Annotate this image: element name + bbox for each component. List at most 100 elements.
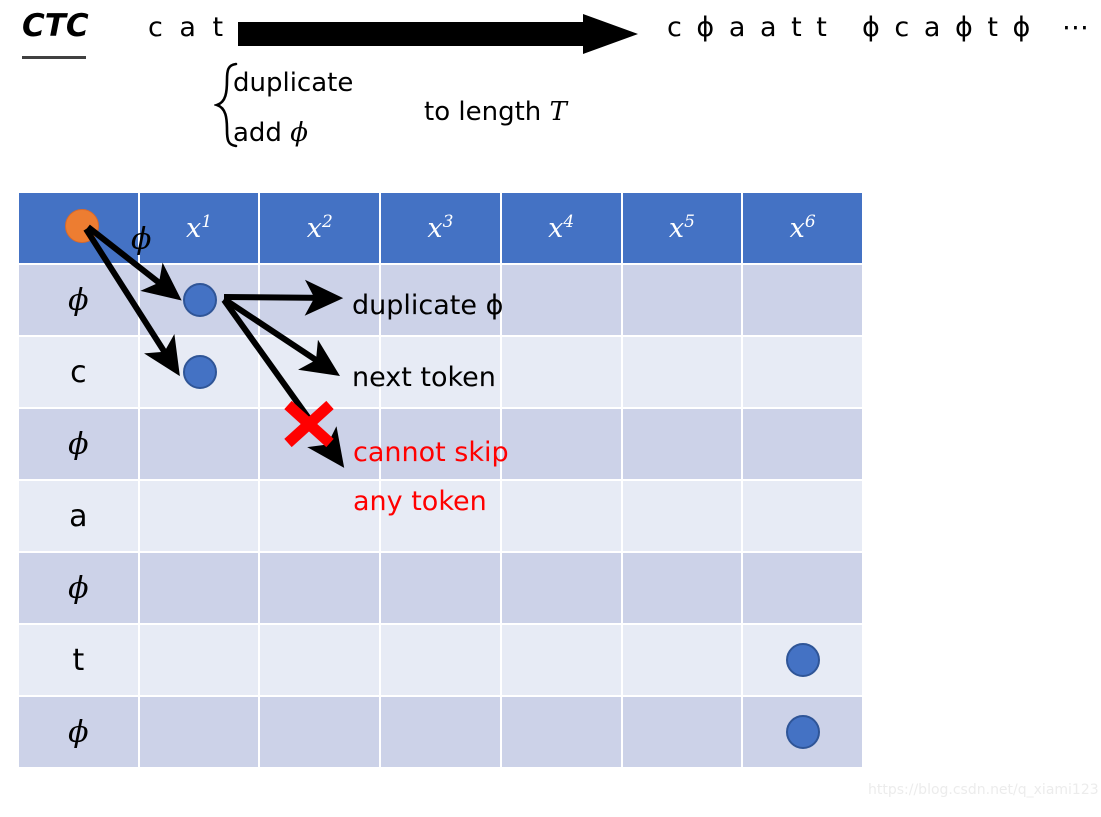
- source-sequence-label: c a t: [148, 12, 228, 43]
- lattice-cell[interactable]: [381, 697, 500, 767]
- lattice-cell[interactable]: [743, 409, 862, 479]
- lattice-header-row: x1 x2 x3 x4 x5 x6: [19, 193, 862, 263]
- row-label-cell: c: [19, 337, 138, 407]
- blue-dot[interactable]: [786, 643, 821, 677]
- lattice-cell[interactable]: [260, 553, 380, 623]
- row-label-cell: ϕ: [19, 265, 138, 335]
- blue-dot[interactable]: [786, 715, 821, 749]
- row-label: t: [72, 642, 85, 678]
- lattice-cell[interactable]: [501, 409, 621, 479]
- title-underline: [22, 56, 86, 59]
- col-sup: 2: [321, 212, 333, 232]
- lattice-cell[interactable]: [622, 625, 742, 695]
- col-sup: 3: [442, 212, 454, 232]
- note-add-prefix: add: [233, 118, 291, 148]
- col-sup: 4: [563, 212, 575, 232]
- row-label-cell: ϕ: [19, 553, 138, 623]
- lattice-cell[interactable]: [743, 697, 862, 767]
- lattice-cell[interactable]: [743, 553, 862, 623]
- annotation-any-token: any token: [353, 486, 487, 517]
- lattice-cell[interactable]: [139, 481, 259, 551]
- lattice-cell[interactable]: [622, 337, 742, 407]
- lattice-cell[interactable]: [139, 337, 259, 407]
- col-base: x: [668, 213, 685, 244]
- lattice-cell[interactable]: [139, 697, 259, 767]
- lattice-cell[interactable]: [743, 625, 862, 695]
- annotation-next-token: next token: [352, 362, 496, 393]
- block-arrow-right-icon: [238, 14, 638, 58]
- lattice-cell[interactable]: [139, 625, 259, 695]
- lattice-cell[interactable]: [501, 553, 621, 623]
- lattice-cell[interactable]: [381, 265, 500, 335]
- col-base: x: [427, 213, 443, 244]
- lattice-cell[interactable]: [501, 481, 621, 551]
- annotation-cannot-skip: cannot skip: [353, 437, 509, 468]
- row-label: c: [70, 354, 87, 390]
- row-label-cell: ϕ: [19, 409, 138, 479]
- lattice-grid: x1 x2 x3 x4 x5 x6: [17, 191, 864, 769]
- note-duplicate: duplicate: [233, 68, 354, 98]
- column-header-x5: x5: [622, 193, 742, 263]
- blue-dot[interactable]: [182, 283, 217, 317]
- lattice-row: ϕ: [19, 697, 862, 767]
- output-ellipsis: ⋯: [1062, 12, 1089, 43]
- row-label: ϕ: [68, 570, 89, 606]
- watermark: https://blog.csdn.net/q_xiami123: [868, 782, 1099, 798]
- column-header-x1: x1: [139, 193, 259, 263]
- lattice-cell[interactable]: [139, 265, 259, 335]
- lattice-cell[interactable]: [501, 625, 621, 695]
- col-base: x: [789, 213, 805, 244]
- lattice-row: ϕ: [19, 553, 862, 623]
- lattice-cell[interactable]: [743, 337, 862, 407]
- lattice-cell[interactable]: [622, 697, 742, 767]
- lattice-cell[interactable]: [622, 409, 742, 479]
- col-base: x: [186, 213, 202, 244]
- lattice-cell[interactable]: [501, 265, 621, 335]
- col-sup: 1: [201, 212, 213, 232]
- column-header-x6: x6: [743, 193, 862, 263]
- phi-symbol: ϕ: [290, 118, 308, 148]
- col-base: x: [306, 213, 322, 244]
- lattice-cell[interactable]: [139, 553, 259, 623]
- lattice-cell[interactable]: [381, 409, 500, 479]
- lattice-header: x1 x2 x3 x4 x5 x6: [19, 193, 862, 263]
- page-title: CTC: [22, 8, 89, 44]
- blue-dot[interactable]: [182, 355, 217, 389]
- col-base: x: [548, 213, 564, 244]
- lattice-cell[interactable]: [501, 697, 621, 767]
- lattice-cell[interactable]: [381, 553, 500, 623]
- lattice-cell[interactable]: [260, 697, 380, 767]
- lattice-cell[interactable]: [501, 337, 621, 407]
- lattice-cell[interactable]: [622, 553, 742, 623]
- annotation-duplicate-phi: duplicate ϕ: [352, 290, 504, 321]
- column-header-x2: x2: [260, 193, 380, 263]
- note-add-phi: add ϕ: [233, 118, 308, 148]
- lattice-cell[interactable]: [139, 409, 259, 479]
- orange-dot[interactable]: [65, 209, 99, 243]
- row-label: a: [69, 498, 88, 534]
- lattice-start-cell[interactable]: [19, 193, 138, 263]
- row-label: ϕ: [68, 282, 89, 318]
- left-curly-brace-icon: [212, 62, 240, 152]
- column-header-x3: x3: [381, 193, 500, 263]
- row-label-cell: t: [19, 625, 138, 695]
- lattice-cell[interactable]: [381, 337, 500, 407]
- lattice-cell[interactable]: [622, 265, 742, 335]
- lattice-cell[interactable]: [743, 481, 862, 551]
- row-label: ϕ: [68, 714, 89, 750]
- column-header-x4: x4: [501, 193, 621, 263]
- lattice-cell[interactable]: [260, 625, 380, 695]
- lattice-cell[interactable]: [381, 625, 500, 695]
- note-length-prefix: to length: [424, 97, 550, 127]
- output-sequence-1: c ϕ a a t t: [667, 12, 830, 43]
- output-sequence-2: ϕ c a ϕ t ϕ: [862, 12, 1034, 43]
- lattice-cell[interactable]: [743, 265, 862, 335]
- lattice-cell[interactable]: [622, 481, 742, 551]
- lattice-cell[interactable]: [260, 481, 380, 551]
- row-label: ϕ: [68, 426, 89, 462]
- lattice-cell[interactable]: [381, 481, 500, 551]
- lattice-row: t: [19, 625, 862, 695]
- phi-edge-label: ϕ: [131, 222, 152, 257]
